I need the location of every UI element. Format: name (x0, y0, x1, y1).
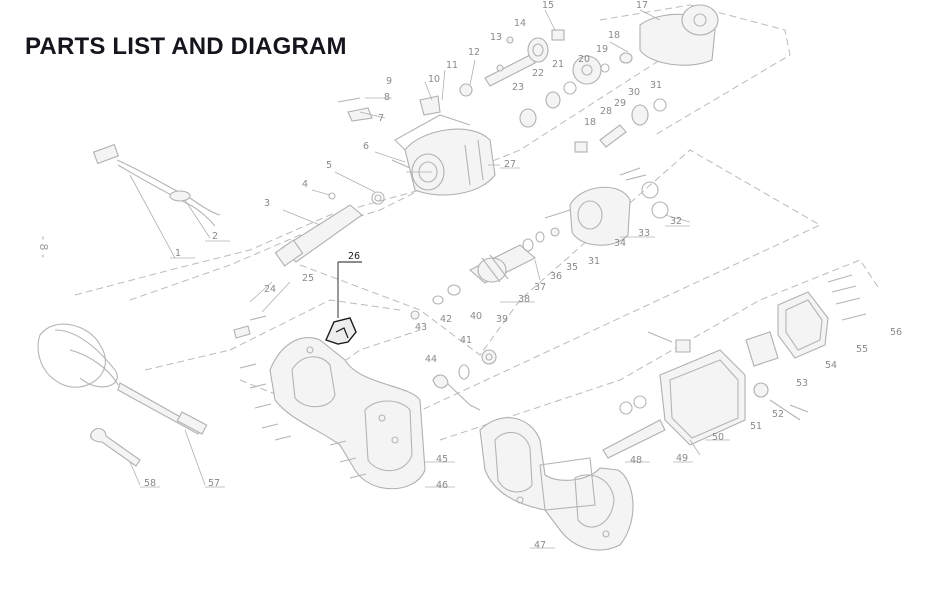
part-label-18-upper: 18 (608, 30, 620, 41)
part-label-5: 5 (326, 160, 332, 171)
part-label-53: 53 (796, 378, 808, 389)
end-cap-assembly (745, 274, 867, 421)
part-label-40: 40 (470, 311, 482, 322)
part-label-14: 14 (514, 18, 526, 29)
part-label-19: 19 (596, 44, 608, 55)
part-label-39: 39 (496, 314, 508, 325)
small-screws-left (233, 281, 291, 339)
part-label-22: 22 (532, 68, 544, 79)
part-label-49: 49 (676, 453, 688, 464)
part-label-31-lower: 31 (588, 256, 600, 267)
part-label-1: 1 (175, 248, 181, 259)
part-label-47: 47 (534, 540, 546, 551)
part-label-20: 20 (578, 54, 590, 65)
part-label-36: 36 (550, 271, 562, 282)
part-label-13: 13 (490, 32, 502, 43)
label-underlines (140, 167, 730, 549)
motor-housing (602, 331, 746, 459)
part-label-42: 42 (440, 314, 452, 325)
part-label-24: 24 (264, 284, 276, 295)
part-label-55: 55 (856, 344, 868, 355)
part-label-29: 29 (614, 98, 626, 109)
part-label-31-upper: 31 (650, 80, 662, 91)
upper-small-parts (337, 69, 446, 122)
part-label-50: 50 (712, 432, 724, 443)
gearbox-cover-assembly (519, 4, 719, 153)
assembly-guide-lines (74, 4, 881, 441)
part-label-8: 8 (384, 92, 390, 103)
page-number-marker: - 8 - (37, 236, 50, 258)
part-label-58: 58 (144, 478, 156, 489)
wrench (90, 427, 141, 486)
part-label-35: 35 (566, 262, 578, 273)
part-label-18-lower: 18 (584, 117, 596, 128)
part-label-2: 2 (212, 231, 218, 242)
part-label-45: 45 (436, 454, 448, 465)
part-label-41: 41 (460, 335, 472, 346)
part-label-46: 46 (436, 480, 448, 491)
part-label-51: 51 (750, 421, 762, 432)
part-label-4: 4 (302, 179, 308, 190)
part-label-33: 33 (638, 228, 650, 239)
part-label-56: 56 (890, 327, 902, 338)
part-label-57: 57 (208, 478, 220, 489)
small-fasteners-upper (311, 151, 411, 205)
mixing-paddle (37, 323, 208, 486)
left-handle-housing (269, 337, 426, 490)
part-labels: 1 2 3 4 5 6 7 8 9 10 11 12 13 14 15 17 1… (144, 0, 902, 551)
part-label-44: 44 (425, 354, 437, 365)
part-label-28: 28 (600, 106, 612, 117)
gear-housing (394, 114, 500, 196)
motor-stator (544, 167, 691, 246)
fan-and-bearings (410, 284, 497, 411)
part-label-3: 3 (264, 198, 270, 209)
part-label-17: 17 (636, 0, 648, 11)
part-label-21: 21 (552, 59, 564, 70)
part-label-6: 6 (363, 141, 369, 152)
part-label-25: 25 (302, 273, 314, 284)
spindle-shaft (274, 204, 363, 267)
part-label-54: 54 (825, 360, 837, 371)
part-label-11: 11 (446, 60, 458, 71)
part-label-48: 48 (630, 455, 642, 466)
part-label-7: 7 (378, 113, 384, 124)
part-label-30: 30 (628, 87, 640, 98)
part-label-9: 9 (386, 76, 392, 87)
page-title: PARTS LIST AND DIAGRAM (25, 33, 347, 60)
part-label-12: 12 (468, 47, 480, 58)
switch-part-26 (325, 261, 362, 345)
part-label-15: 15 (542, 0, 554, 11)
part-label-34: 34 (614, 238, 626, 249)
part-label-26: 26 (348, 251, 360, 262)
armature (469, 227, 560, 284)
part-label-43: 43 (415, 322, 427, 333)
power-cord (92, 143, 221, 259)
part-label-37: 37 (534, 282, 546, 293)
part-label-23: 23 (512, 82, 524, 93)
part-label-52: 52 (772, 409, 784, 420)
gear-shaft-assembly (459, 9, 565, 97)
part-label-10: 10 (428, 74, 440, 85)
right-handle-housing (479, 417, 634, 551)
screws-left-column (239, 363, 367, 479)
part-label-32: 32 (670, 216, 682, 227)
part-label-27: 27 (504, 159, 516, 170)
part-label-38: 38 (518, 294, 530, 305)
